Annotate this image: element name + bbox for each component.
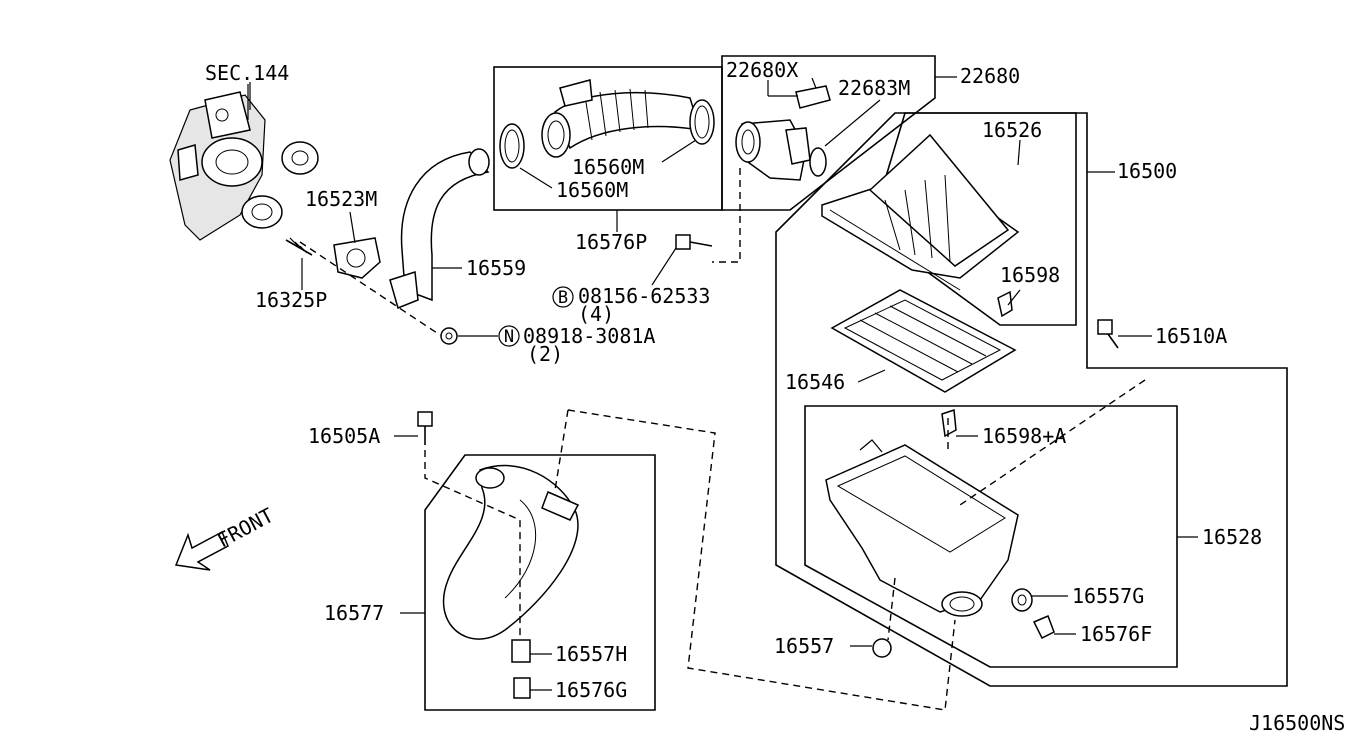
label-22680X: 22680X (726, 58, 798, 82)
label-08156: 08156-62533 (578, 284, 710, 308)
air-cleaner-assembly-frame (775, 112, 1288, 687)
gasket-16523M-part (333, 237, 381, 279)
leader-08156 (651, 247, 677, 286)
bolt-symbol-circle (552, 286, 574, 308)
label-16500: 16500 (1117, 159, 1177, 183)
connector-resonator-body (567, 409, 956, 711)
bolt-symbol: B (558, 288, 568, 308)
air-cleaner-body-part (825, 439, 1019, 617)
label-16576G: 16576G (555, 678, 627, 702)
label-16576F: 16576F (1080, 622, 1152, 646)
label-16560M-a: 16560M (572, 155, 644, 179)
air-cleaner-cover-part (821, 133, 1020, 291)
turbocharger-part (169, 84, 319, 241)
leader-16598 (1007, 289, 1021, 306)
sensor-22680X-part (795, 77, 831, 109)
bolt-16510A-part (1097, 319, 1119, 349)
label-16598: 16598 (1000, 263, 1060, 287)
connector-body-grommet (887, 577, 896, 641)
nut-symbol: N (504, 327, 514, 347)
clamp-08918-part (440, 327, 458, 345)
connector-resonator-grommet (424, 450, 521, 640)
leader-22683M (824, 99, 881, 147)
resonator-group-frame (424, 454, 656, 711)
connector-turbo-clamp (299, 241, 441, 336)
label-08918-qty: (2) (527, 342, 563, 366)
label-16557G: 16557G (1072, 584, 1144, 608)
hose-clamp-16560M-a-part (499, 123, 525, 169)
label-16559: 16559 (466, 256, 526, 280)
clip-16598A-part (941, 408, 957, 438)
label-16560M-b: 16560M (556, 178, 628, 202)
label-16325P: 16325P (255, 288, 327, 312)
resonator-part (442, 464, 580, 640)
leader-16560M-a (661, 139, 697, 163)
label-16510A: 16510A (1155, 324, 1227, 348)
label-16557: 16557 (774, 634, 834, 658)
label-22680: 22680 (960, 64, 1020, 88)
air-filter-part (830, 289, 1017, 393)
front-label: FRONT (213, 503, 277, 552)
leader-16560M-b (519, 167, 553, 189)
o-ring-22683M-part (809, 147, 827, 177)
label-16526: 16526 (982, 118, 1042, 142)
label-16598A: 16598+A (982, 424, 1066, 448)
label-16523M: 16523M (305, 187, 377, 211)
air-cleaner-body-frame (804, 405, 1178, 668)
nut-symbol-circle (498, 325, 520, 347)
front-arrow-icon (174, 530, 229, 571)
clip-16598-part (997, 290, 1013, 318)
label-22683M: 22683M (838, 76, 910, 100)
intake-hose-part (541, 79, 702, 158)
air-flow-meter-part (735, 119, 811, 181)
sensor-group-frame (721, 55, 936, 211)
grommet-16557H-part (511, 639, 531, 663)
label-16528: 16528 (1202, 525, 1262, 549)
connector-bolt-body (959, 379, 1146, 506)
label-16576P: 16576P (575, 230, 647, 254)
label-16546: 16546 (785, 370, 845, 394)
connector-sensor-bolt (712, 168, 741, 263)
bolt-16576P-part (675, 234, 713, 250)
diagram-code: J16500NS (1249, 711, 1345, 735)
leader-16526 (1017, 139, 1021, 166)
label-sec144: SEC.144 (205, 61, 289, 85)
label-16577: 16577 (324, 601, 384, 625)
leader-16523M (349, 211, 356, 244)
label-08918: 08918-3081A (523, 324, 655, 348)
label-16505A: 16505A (308, 424, 380, 448)
leader-16546 (857, 369, 886, 383)
air-duct-16559-part (389, 148, 490, 310)
hose-clamp-16560M-b-part (689, 99, 715, 145)
grommet-16576F-part (1032, 615, 1055, 640)
label-08156-qty: (4) (578, 302, 614, 326)
stud-16325P-part (285, 237, 313, 256)
connector-resonator-top (554, 409, 569, 491)
grommet-16557-part (872, 638, 892, 658)
bolt-16505A-part (417, 411, 433, 445)
grommet-16557G-part (1011, 588, 1033, 612)
grommet-16576G-part (513, 677, 531, 699)
label-16557H: 16557H (555, 642, 627, 666)
